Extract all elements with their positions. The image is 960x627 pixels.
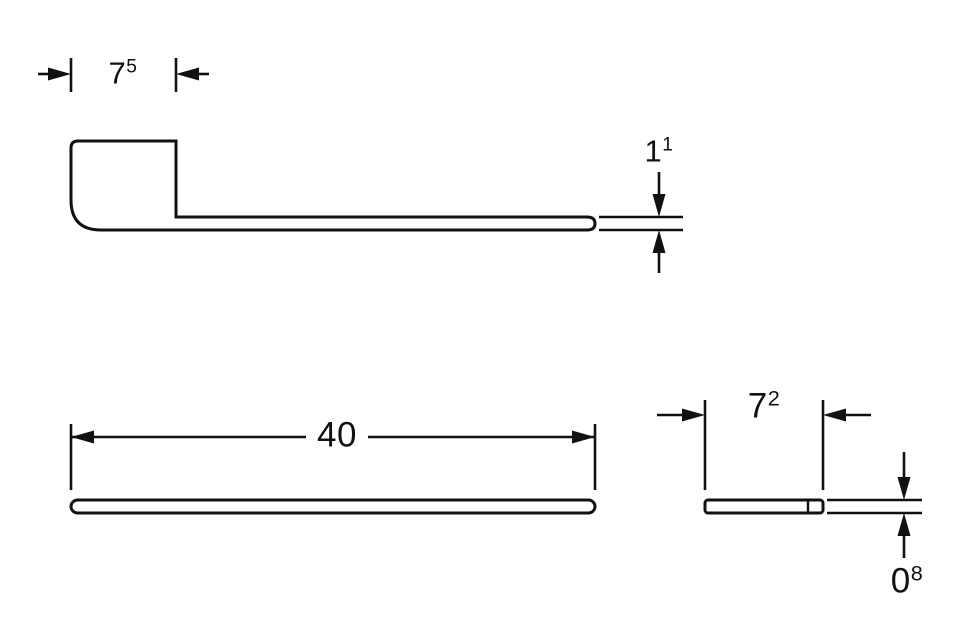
dim-side-thickness-lines [599, 172, 683, 273]
arrowhead-up-icon [652, 230, 666, 253]
side-view-outline [69, 139, 597, 232]
dim-label-side-width: 75 [109, 58, 138, 89]
dim-superscript: 5 [126, 56, 138, 78]
end-view-bar [703, 498, 825, 515]
dim-superscript: 8 [910, 560, 924, 586]
arrowhead-right-icon [682, 408, 705, 422]
arrowhead-right-icon [48, 67, 71, 81]
arrowhead-left-icon [71, 430, 94, 444]
arrowhead-down-icon [652, 194, 666, 217]
dim-value: 1 [644, 133, 663, 169]
arrowhead-up-icon [897, 513, 911, 536]
front-view-bar [69, 498, 597, 515]
arrowhead-right-icon [572, 430, 595, 444]
dim-value: 0 [890, 561, 911, 601]
dim-value: 7 [108, 55, 127, 91]
dim-label-front-length: 40 [317, 418, 357, 453]
dim-superscript: 1 [662, 134, 674, 156]
dim-superscript: 2 [767, 385, 781, 411]
dim-label-side-thickness: 11 [645, 136, 674, 167]
dim-label-end-width: 72 [747, 385, 781, 426]
arrowhead-left-icon [176, 67, 199, 81]
dim-front-length-lines [69, 424, 597, 490]
dim-value: 40 [317, 415, 357, 455]
arrowhead-left-icon [823, 408, 846, 422]
dim-value: 7 [747, 386, 768, 426]
dim-end-thickness-lines [827, 452, 922, 558]
dim-label-end-thickness: 08 [890, 560, 924, 601]
arrowhead-down-icon [897, 477, 911, 500]
